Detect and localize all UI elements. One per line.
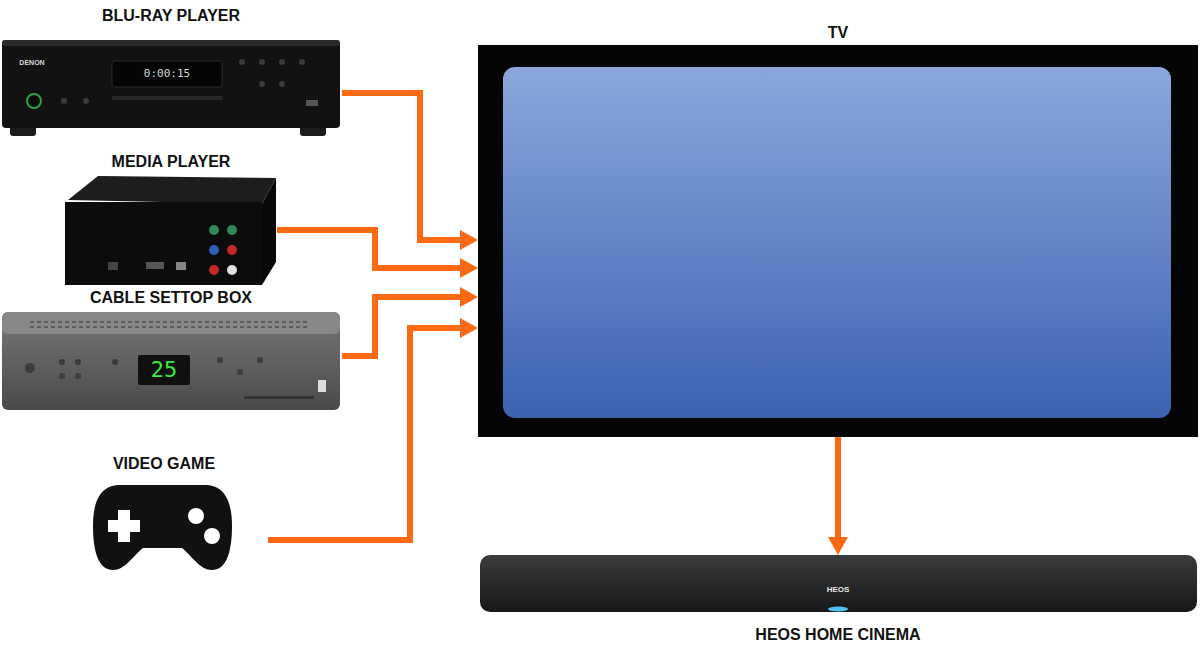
soundbar-body — [480, 555, 1197, 612]
tv-screen — [503, 67, 1171, 418]
button — [112, 359, 118, 365]
device-node: CABLE SETTOP BOX — [0, 288, 342, 412]
button — [59, 373, 65, 379]
media-top — [68, 176, 276, 204]
controller-dpad — [108, 510, 140, 542]
card-slot — [244, 396, 314, 399]
device-marking: 25 — [151, 358, 178, 382]
usb-port — [318, 380, 326, 392]
player-top-edge — [2, 40, 340, 46]
media-side — [262, 178, 276, 285]
device-node: MEDIA PLAYER — [65, 152, 277, 287]
controller-button — [204, 528, 220, 544]
controller-button — [188, 508, 204, 524]
button — [279, 81, 285, 87]
device-label: MEDIA PLAYER — [110, 152, 233, 172]
rca-jack — [209, 265, 219, 275]
device-marking: 0:00:15 — [144, 68, 190, 80]
button — [83, 98, 89, 104]
settop-body — [2, 312, 340, 410]
bluray-player-illustration — [2, 40, 340, 136]
rca-jack — [209, 225, 219, 235]
button — [259, 59, 265, 65]
device-label: HEOS HOME CINEMA — [753, 625, 922, 645]
button — [61, 98, 67, 104]
power-button — [25, 363, 35, 373]
tv-illustration — [478, 45, 1198, 437]
hdmi-port — [146, 262, 164, 269]
soundbar-illustration — [480, 555, 1197, 612]
usb-port — [306, 100, 318, 106]
button — [259, 81, 265, 87]
device-marking: HEOS — [827, 586, 850, 595]
game-controller-icon — [93, 485, 232, 570]
optical-port — [176, 262, 186, 270]
tv-frame — [478, 45, 1198, 437]
power-button — [27, 94, 41, 108]
vents — [30, 322, 310, 327]
device-label: TV — [826, 23, 850, 43]
port — [108, 262, 118, 270]
device-node: TV — [478, 23, 1198, 437]
settop-box-illustration — [2, 312, 340, 410]
device-node: HEOS HOME CINEMA — [478, 555, 1198, 645]
controller-body — [93, 485, 232, 570]
button — [75, 359, 81, 365]
device-label: VIDEO GAME — [111, 454, 217, 474]
button — [237, 369, 243, 375]
button — [239, 59, 245, 65]
device-marking: DENON — [19, 59, 44, 67]
device-label: CABLE SETTOP BOX — [88, 288, 254, 308]
settop-display — [138, 355, 190, 385]
signal-arrow — [277, 230, 460, 268]
rca-jack — [227, 225, 237, 235]
signal-arrow — [342, 93, 460, 240]
rca-jack — [227, 265, 237, 275]
media-front — [65, 202, 262, 285]
status-light — [828, 607, 848, 612]
disc-slot — [112, 96, 222, 100]
rca-jack — [227, 245, 237, 255]
signal-arrow — [268, 328, 460, 540]
button — [257, 357, 263, 363]
device-node: VIDEO GAME — [60, 454, 268, 572]
button — [75, 373, 81, 379]
button — [299, 59, 305, 65]
media-player-illustration — [65, 176, 276, 285]
button — [279, 59, 285, 65]
player-body — [2, 40, 340, 128]
signal-arrow — [835, 437, 841, 537]
button — [59, 359, 65, 365]
device-label: BLU-RAY PLAYER — [100, 6, 242, 26]
button — [217, 357, 223, 363]
player-display — [112, 61, 222, 87]
rca-jack — [209, 245, 219, 255]
settop-top — [2, 312, 340, 334]
